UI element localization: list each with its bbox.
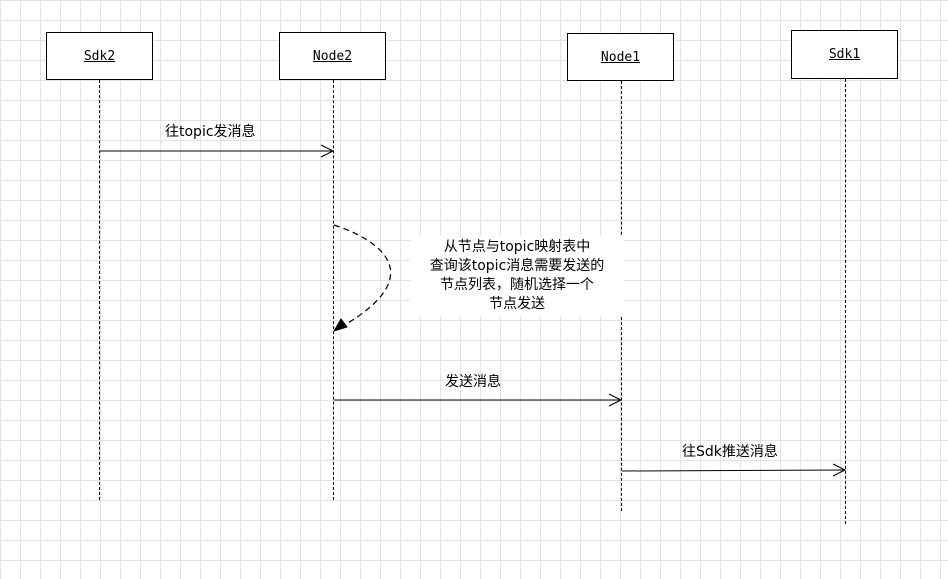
participant-sdk2[interactable]: Sdk2 xyxy=(46,32,153,80)
self-call-curve xyxy=(333,224,392,327)
arrowhead-open xyxy=(832,463,847,477)
self-call-note-line: 节点发送 xyxy=(489,296,545,312)
arrowhead-open xyxy=(320,144,335,158)
lifeline-sdk2 xyxy=(99,80,100,500)
participant-node1[interactable]: Node1 xyxy=(567,33,674,81)
participant-node2-label: Node2 xyxy=(312,48,353,64)
message-label-node1-sdk1: 往Sdk推送消息 xyxy=(682,444,778,460)
participant-sdk1[interactable]: Sdk1 xyxy=(791,30,898,79)
participant-node2[interactable]: Node2 xyxy=(279,32,386,80)
self-call-note-line: 节点列表，随机选择一个 xyxy=(440,277,594,293)
self-call-note-line: 从节点与topic映射表中 xyxy=(443,239,591,255)
self-call-note: 从节点与topic映射表中 查询该topic消息需要发送的 节点列表，随机选择一… xyxy=(410,236,624,316)
self-call-note-line: 查询该topic消息需要发送的 xyxy=(429,258,605,274)
lifeline-sdk1 xyxy=(845,79,846,524)
participant-sdk1-label: Sdk1 xyxy=(828,47,861,62)
participant-node1-label: Node1 xyxy=(600,49,641,65)
arrowhead-filled xyxy=(332,318,348,332)
message-arrow-node1-sdk1 xyxy=(621,469,846,472)
lifeline-node2 xyxy=(333,80,334,500)
participant-sdk2-label: Sdk2 xyxy=(83,48,116,64)
message-label-node2-node1: 发送消息 xyxy=(445,374,501,390)
message-label-sdk2-node2: 往topic发消息 xyxy=(165,124,256,140)
arrowhead-open xyxy=(608,393,623,407)
